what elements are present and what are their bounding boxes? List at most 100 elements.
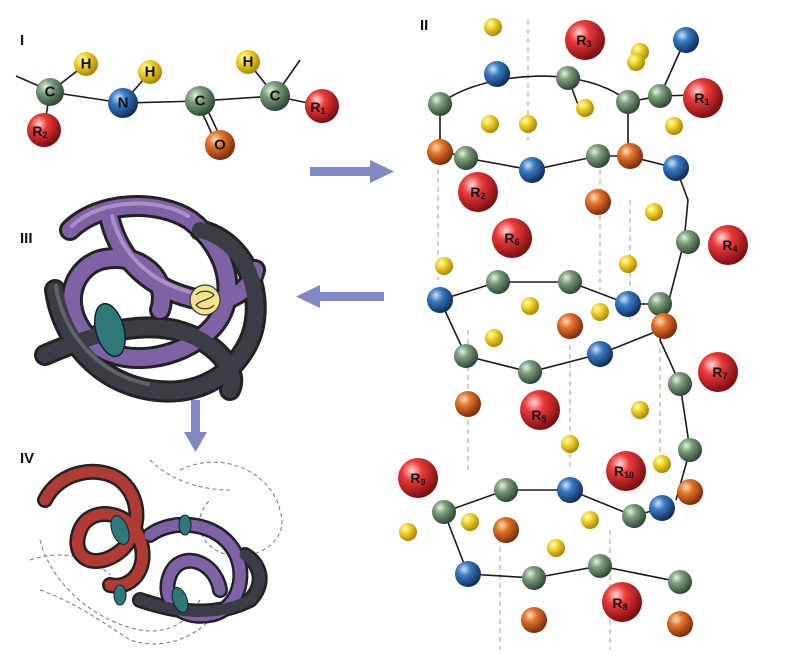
- hydrogen-atom: [576, 99, 594, 117]
- oxygen-atom: [617, 143, 643, 169]
- carbon-atom: [518, 360, 542, 384]
- h-label: H: [145, 64, 156, 81]
- nitrogen-atom: [615, 291, 641, 317]
- nitrogen-atom: [484, 61, 510, 87]
- carbon-atom: [556, 66, 580, 90]
- hydrogen-atom: [484, 18, 502, 36]
- hydrogen-atom: [631, 401, 649, 419]
- r2-label: R2: [32, 123, 47, 140]
- c-label: C: [45, 84, 56, 101]
- hydrogen-atom: [627, 53, 645, 71]
- carbon-atom: [428, 92, 452, 116]
- carbon-atom: [668, 372, 692, 396]
- process-arrows: [184, 160, 394, 452]
- r10-label: R10: [614, 463, 634, 480]
- hydrogen-atom: [138, 60, 162, 84]
- panel-3-label: III: [20, 230, 33, 247]
- r-group: [458, 172, 498, 212]
- r-group: [27, 113, 61, 147]
- nitrogen-atom: [673, 27, 699, 53]
- nitrogen-atom: [455, 561, 481, 587]
- carbon-atom: [588, 554, 612, 578]
- r8-label: R8: [612, 595, 627, 612]
- oxygen-atom: [521, 607, 547, 633]
- hydrogen-atom: [665, 117, 683, 135]
- r1-label: R1: [310, 99, 325, 116]
- arrow-left: [296, 285, 384, 308]
- r1-helix-label: R1: [694, 90, 709, 107]
- oxygen-atom: [585, 189, 611, 215]
- r-group: [520, 390, 560, 430]
- r-group: [606, 451, 646, 491]
- r6-label: R6: [504, 230, 519, 247]
- oxygen-atom: [455, 391, 481, 417]
- r-group: [305, 89, 339, 123]
- oxygen-atom: [557, 313, 583, 339]
- hydrogen-atom: [435, 257, 453, 275]
- carbon-atom: [648, 84, 672, 108]
- hydrogen-atom: [619, 255, 637, 273]
- nitrogen-atom: [587, 341, 613, 367]
- hydrogen-atom: [74, 52, 98, 76]
- r2-helix-label: R2: [470, 184, 485, 201]
- nitrogen-atom: [557, 477, 583, 503]
- hydrogen-atom: [581, 511, 599, 529]
- arrow-right: [310, 160, 394, 183]
- heme-disc: [94, 302, 126, 358]
- heme-disc: [171, 587, 189, 613]
- carbon-atom: [522, 566, 546, 590]
- oxygen-atom: [651, 313, 677, 339]
- heme-disc: [110, 515, 130, 545]
- disulfide-icon: [195, 290, 215, 310]
- hydrogen-atom: [645, 203, 663, 221]
- r3-label: R3: [576, 32, 591, 49]
- panel-3-tertiary-fold: III: [20, 195, 267, 403]
- h-label: H: [243, 54, 254, 71]
- n-label: N: [118, 95, 129, 112]
- carbon-atom: [586, 144, 610, 168]
- panel-2-alpha-helix: II R3 R1 R2: [398, 17, 748, 650]
- chain-atoms: [27, 50, 339, 160]
- oxygen-atom: [205, 130, 235, 160]
- r-group: [708, 225, 748, 265]
- nitrogen-atom: [649, 495, 675, 521]
- carbon-atom: [454, 344, 478, 368]
- arrow-down: [184, 400, 207, 452]
- r7-label: R7: [712, 364, 727, 381]
- r4-label: R4: [722, 237, 737, 254]
- hydrogen-bond-lines: [437, 20, 661, 650]
- helix-r-labels: R3 R1 R2 R6 R4 R7 R5 R9 R10 R8: [410, 32, 737, 612]
- oxygen-atom: [493, 517, 519, 543]
- oxygen-atom: [677, 479, 703, 505]
- o-label: O: [214, 137, 226, 154]
- r5-label: R5: [531, 407, 546, 424]
- hydrogen-atom: [399, 523, 417, 541]
- carbon-atom: [678, 438, 702, 462]
- nitrogen-atom: [427, 287, 453, 313]
- carbon-atom: [486, 270, 510, 294]
- hydrogen-atom: [591, 303, 609, 321]
- hydrogen-atom: [485, 329, 503, 347]
- r-group: [698, 352, 738, 392]
- carbon-atom: [454, 146, 478, 170]
- hydrogen-atom: [236, 50, 260, 74]
- chain-atom-labels: H C R2 H N C O H C R1: [32, 54, 325, 154]
- carbon-atom: [185, 86, 215, 116]
- r-group: [565, 20, 605, 60]
- carbon-atom: [260, 81, 290, 111]
- nitrogen-atom: [663, 155, 689, 181]
- helix-atoms: [398, 18, 748, 637]
- carbon-atom: [622, 504, 646, 528]
- hydrogen-atom: [547, 539, 565, 557]
- heme-disc: [178, 514, 192, 536]
- nitrogen-atom: [519, 157, 545, 183]
- hydrogen-atom: [653, 455, 671, 473]
- panel-4-quaternary: IV: [20, 450, 283, 645]
- c-label: C: [195, 93, 206, 110]
- hydrogen-atom: [481, 115, 499, 133]
- r9-label: R9: [410, 470, 425, 487]
- r-group: [602, 582, 642, 622]
- panel-2-label: II: [420, 17, 428, 34]
- carbon-atom: [648, 292, 672, 316]
